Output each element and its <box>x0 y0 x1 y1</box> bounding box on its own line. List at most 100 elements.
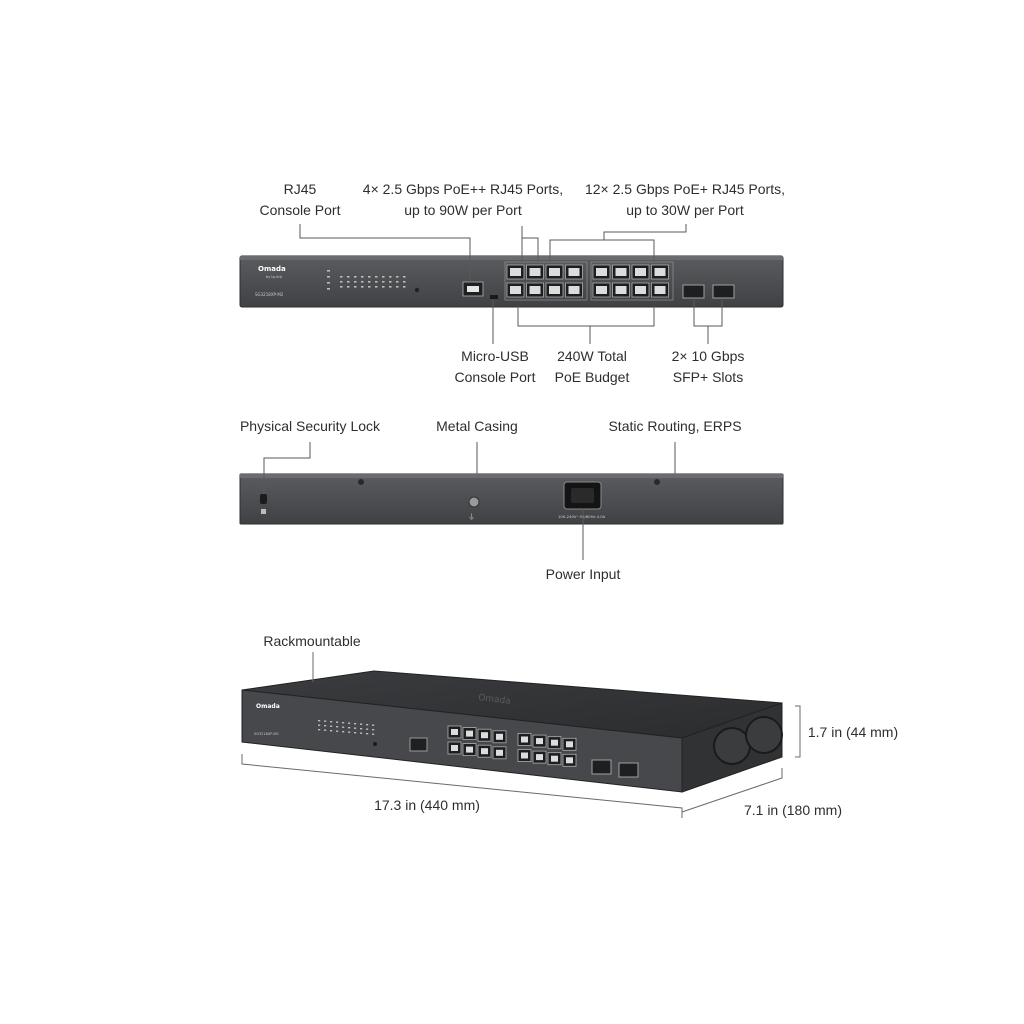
callout-poe-plus-plus-ports: 4× 2.5 Gbps PoE++ RJ45 Ports, up to 90W … <box>360 179 566 221</box>
angled-rj45-port-contacts <box>566 757 573 764</box>
status-led <box>368 276 371 278</box>
angled-reset-button <box>373 742 377 746</box>
status-led <box>340 281 343 283</box>
callout-power-input: Power Input <box>545 566 621 582</box>
lock-icon <box>261 509 266 514</box>
system-led <box>327 276 330 278</box>
front-model-label: SG3218XP-M2 <box>255 292 284 297</box>
status-led <box>396 286 399 288</box>
angled-status-led <box>336 721 339 723</box>
angled-rj45-port-contacts <box>481 748 488 755</box>
line-rj45-console <box>299 224 471 282</box>
front-status-leds <box>327 270 406 290</box>
callout-micro-usb: Micro-USB Console Port <box>446 346 544 388</box>
front-rj45-ports <box>504 261 674 301</box>
status-led <box>403 286 406 288</box>
status-led <box>347 276 350 278</box>
angled-status-led <box>330 721 333 723</box>
callout-poe-plus-ports: 12× 2.5 Gbps PoE+ RJ45 Ports, up to 30W … <box>582 179 788 221</box>
status-led <box>347 281 350 283</box>
status-led <box>389 276 392 278</box>
angled-status-led <box>366 724 369 726</box>
dimension-width: 17.3 in (440 mm) <box>374 797 480 813</box>
callout-metal-casing: Metal Casing <box>436 418 518 434</box>
angled-status-led <box>372 733 375 735</box>
status-led <box>375 276 378 278</box>
angled-rj45-port-contacts <box>566 741 573 748</box>
rear-top-edge <box>240 474 783 478</box>
callout-poe-plus-line2: up to 30W per Port <box>626 202 744 218</box>
status-led <box>382 276 385 278</box>
angled-status-led <box>360 732 363 734</box>
rj45-port-contacts <box>510 286 521 294</box>
power-inlet-socket <box>571 488 594 503</box>
angled-rj45-port-contacts <box>451 745 458 751</box>
angled-status-leds <box>318 720 375 735</box>
callout-sfp-slots-line1: 2× 10 Gbps <box>671 348 745 364</box>
ground-screw <box>468 496 480 508</box>
callout-rj45-console-line2: Console Port <box>259 202 341 218</box>
angled-status-led <box>342 726 345 728</box>
status-led <box>382 281 385 283</box>
angled-rj45-port-contacts <box>551 755 558 762</box>
angled-model-label: SG3218XP-M2 <box>254 732 279 736</box>
angled-status-led <box>324 725 327 727</box>
angled-rj45-port-contacts <box>521 752 528 759</box>
status-led <box>361 286 364 288</box>
angled-status-led <box>348 731 351 733</box>
angled-status-led <box>324 720 327 722</box>
angled-view-device: Omada Omada SG3218XP-M2 <box>241 670 783 793</box>
front-logo-sub: by tp-link <box>266 275 283 279</box>
angled-status-led <box>348 727 351 729</box>
rj45-port-contacts <box>615 286 627 294</box>
line-depth <box>681 768 783 813</box>
status-led <box>389 286 392 288</box>
status-led <box>375 286 378 288</box>
status-led <box>368 286 371 288</box>
front-callout-lines <box>299 224 723 344</box>
angled-status-led <box>360 723 363 725</box>
line-poe-plus-bracket <box>549 239 655 262</box>
system-led <box>327 270 330 272</box>
rj45-port-contacts <box>529 286 541 294</box>
angled-status-led <box>318 729 321 731</box>
angled-rj45-port-contacts <box>451 729 458 735</box>
status-led <box>361 281 364 283</box>
rj45-port-contacts <box>568 268 580 276</box>
angled-status-led <box>354 732 357 734</box>
angled-status-led <box>354 727 357 729</box>
angled-status-led <box>354 723 357 725</box>
angled-status-led <box>318 720 321 722</box>
rear-view-device: ⏚ 100-240V~50/60Hz 4.0A <box>239 473 784 525</box>
rear-screw-right <box>654 479 660 485</box>
rj45-port-contacts <box>596 286 607 294</box>
micro-usb-port <box>490 295 498 299</box>
rj45-port-contacts <box>510 268 521 276</box>
angled-rj45-port-contacts <box>536 754 543 761</box>
rj45-port-contacts <box>596 268 607 276</box>
line-width <box>241 754 683 818</box>
line-height <box>795 705 801 758</box>
angled-rj45-port-contacts <box>496 733 503 740</box>
angled-status-led <box>342 722 345 724</box>
status-led <box>382 286 385 288</box>
rear-screw-left <box>358 479 364 485</box>
status-led <box>396 281 399 283</box>
line-security-lock <box>263 442 311 494</box>
dimension-depth: 7.1 in (180 mm) <box>743 802 843 818</box>
angled-rj45-port-contacts <box>521 736 528 743</box>
status-led <box>368 281 371 283</box>
callout-sfp-slots-line2: SFP+ Slots <box>672 369 744 385</box>
rear-callout-lines <box>263 442 676 560</box>
status-led <box>340 276 343 278</box>
status-led <box>347 286 350 288</box>
rj45-port-contacts <box>635 268 646 276</box>
angled-sfp-slot-1 <box>591 759 612 775</box>
status-led <box>396 276 399 278</box>
rear-chassis <box>239 473 784 525</box>
system-led <box>327 282 330 284</box>
ground-icon: ⏚ <box>468 513 475 521</box>
line-poe-plus-plus <box>521 226 539 260</box>
callout-poe-budget-line1: 240W Total <box>557 348 627 364</box>
rj45-port-contacts <box>549 268 560 276</box>
